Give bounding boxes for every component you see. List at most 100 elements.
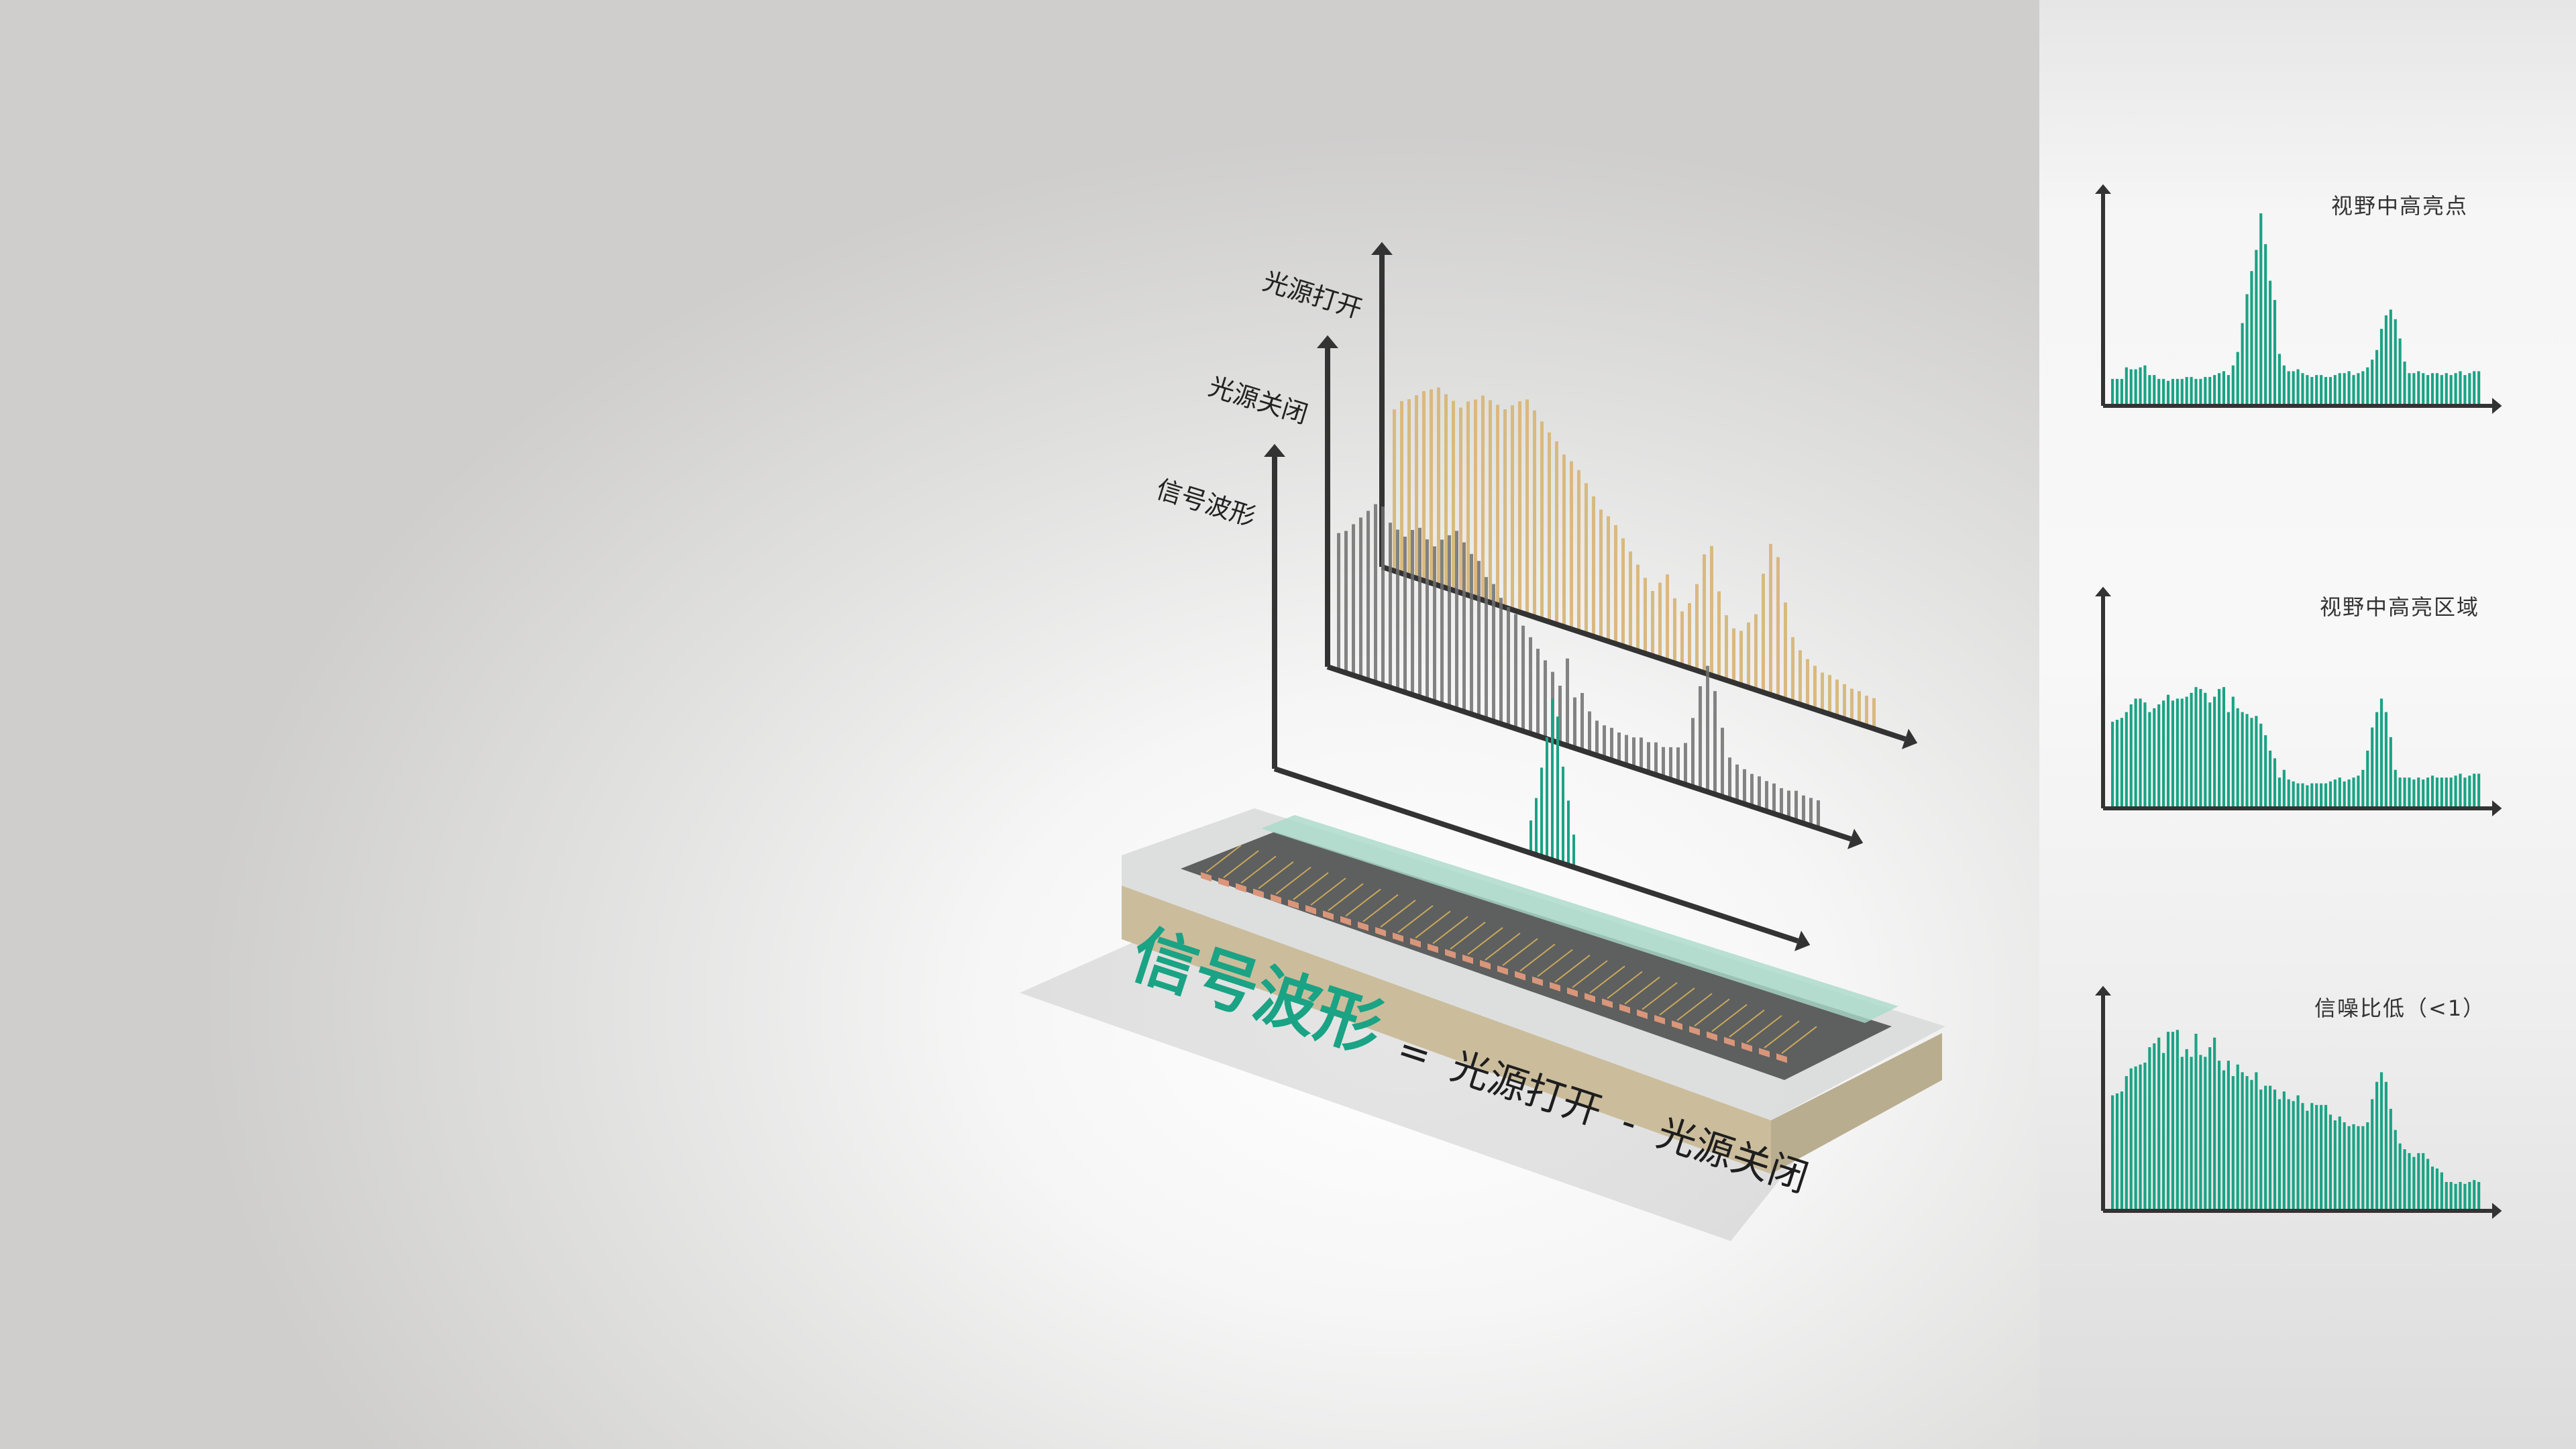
- bar-snr: [2296, 1095, 2300, 1211]
- bar-spot: [2255, 250, 2258, 406]
- bond-pad: [1707, 1031, 1717, 1041]
- bar-spot: [2231, 365, 2235, 406]
- y-axis-light-off-arrow-icon: [1317, 335, 1338, 348]
- chip-side-right: [1771, 1033, 1942, 1174]
- bond-wire: [1485, 932, 1521, 961]
- bar-snr: [2315, 1105, 2318, 1211]
- bar-snr: [2347, 1126, 2351, 1211]
- bond-pad: [1602, 998, 1613, 1008]
- bond-wire: [1432, 916, 1468, 945]
- side-chart-title-spot: 视野中高亮点: [2331, 193, 2469, 219]
- bond-pad: [1340, 916, 1351, 926]
- bar-light-on: [1799, 650, 1802, 704]
- bar-light-off: [1470, 553, 1473, 714]
- chip-die: [1181, 832, 1892, 1080]
- bar-light-on: [1444, 394, 1448, 588]
- bar-snr: [2320, 1105, 2323, 1211]
- bar-snr: [2412, 1157, 2416, 1211]
- x-axis-region-arrow-icon: [2492, 800, 2502, 816]
- bond-pad: [1759, 1048, 1770, 1058]
- bar-spot: [2333, 375, 2337, 406]
- bar-light-off: [1735, 764, 1739, 802]
- bar-spot: [2403, 361, 2406, 406]
- bar-signal: [1529, 820, 1532, 853]
- bar-snr: [2204, 1057, 2207, 1211]
- bar-spot: [2222, 371, 2226, 406]
- bar-spot: [2148, 375, 2151, 406]
- bar-light-on: [1407, 399, 1411, 576]
- bar-light-on: [1651, 590, 1654, 655]
- bar-region: [2282, 769, 2286, 808]
- bar-spot: [2111, 378, 2114, 406]
- x-axis-light-off: [1326, 664, 1852, 842]
- bond-wire: [1572, 960, 1608, 988]
- bar-light-on: [1459, 407, 1462, 592]
- bar-spot: [2328, 376, 2332, 406]
- bar-light-on: [1754, 614, 1758, 690]
- bar-spot: [2264, 244, 2267, 406]
- bond-wire: [1467, 927, 1503, 955]
- bar-region: [2231, 696, 2235, 808]
- bar-spot: [2287, 371, 2290, 406]
- bar-region: [2379, 698, 2383, 808]
- bar-snr: [2166, 1032, 2170, 1211]
- bar-light-off: [1389, 523, 1392, 687]
- bar-spot: [2282, 365, 2286, 406]
- bar-region: [2125, 712, 2128, 808]
- bar-snr: [2324, 1105, 2328, 1211]
- bar-light-off: [1772, 783, 1776, 814]
- bar-light-off: [1381, 506, 1385, 685]
- bar-snr: [2328, 1114, 2332, 1211]
- bar-region: [2250, 718, 2253, 808]
- bar-light-off: [1743, 769, 1746, 804]
- bar-light-on: [1437, 387, 1440, 585]
- bar-light-off: [1728, 757, 1731, 799]
- bar-region: [2208, 702, 2212, 808]
- bar-region: [2371, 727, 2374, 808]
- bar-light-on: [1577, 470, 1580, 631]
- bond-pads: [1201, 845, 1817, 1063]
- bar-light-off: [1418, 527, 1421, 697]
- bar-snr: [2226, 1061, 2230, 1211]
- bar-snr: [2357, 1126, 2360, 1211]
- bar-region: [2199, 689, 2202, 808]
- bar-light-on: [1430, 389, 1433, 583]
- bar-light-on: [1747, 622, 1750, 687]
- bond-wire: [1362, 894, 1399, 922]
- bar-light-on: [1688, 603, 1691, 668]
- bar-light-on: [1518, 401, 1521, 612]
- bar-light-off: [1721, 727, 1724, 796]
- bar-spot: [2213, 375, 2216, 406]
- bar-snr: [2389, 1108, 2392, 1211]
- x-axis-signal-arrow-icon: [1794, 930, 1811, 951]
- bar-light-off: [1485, 577, 1488, 718]
- bar-region: [2315, 783, 2318, 808]
- bar-snr: [2459, 1181, 2462, 1211]
- bar-signal: [1540, 767, 1543, 857]
- bar-region: [2162, 700, 2165, 808]
- bond-pad: [1253, 888, 1264, 898]
- bar-snr: [2153, 1043, 2156, 1211]
- bar-snr: [2468, 1181, 2471, 1211]
- bar-snr: [2180, 1057, 2184, 1211]
- bar-snr: [2208, 1047, 2212, 1211]
- bar-snr: [2306, 1110, 2309, 1211]
- bond-pad: [1741, 1042, 1752, 1053]
- bar-light-off: [1507, 607, 1510, 726]
- bar-spot: [2389, 309, 2392, 406]
- bar-region: [2477, 773, 2481, 808]
- bar-spot: [2361, 371, 2365, 406]
- bar-snr: [2190, 1057, 2193, 1211]
- bar-snr: [2259, 1089, 2263, 1211]
- bar-region: [2226, 712, 2230, 808]
- bar-light-on: [1680, 611, 1684, 665]
- bar-region: [2115, 719, 2119, 808]
- bar-light-on: [1481, 395, 1485, 600]
- bar-region: [2134, 698, 2137, 808]
- bond-pad: [1619, 1004, 1630, 1014]
- bar-spot: [2473, 371, 2476, 406]
- bar-light-on: [1739, 631, 1743, 685]
- bar-light-off: [1699, 686, 1702, 789]
- bar-region: [2129, 704, 2133, 808]
